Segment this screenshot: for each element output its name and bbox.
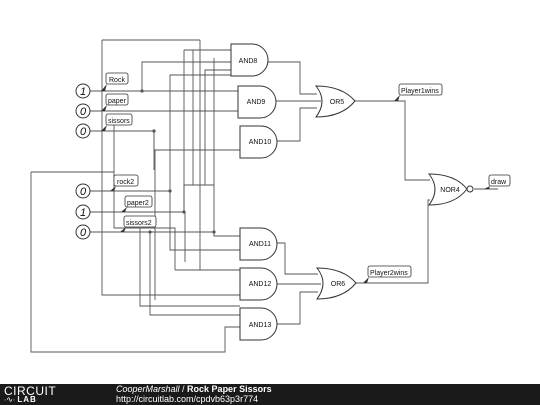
input-sissors-value: 0 (80, 126, 87, 138)
net-label-draw-text: draw (491, 179, 507, 186)
gate-and13[interactable]: AND13 (239, 307, 278, 341)
net-label-sissors[interactable]: sissors (101, 113, 133, 131)
gate-and11-label: AND11 (249, 241, 271, 248)
net-label-player2wins-text: Player2wins (370, 270, 408, 277)
schematic-canvas: 1 0 0 0 1 0 Rock paper sissors rock2 (30, 39, 511, 353)
schematic-url[interactable]: http://circuitlab.com/cpdvb63p3r774 (116, 394, 259, 404)
input-rock[interactable]: 1 (75, 83, 91, 99)
gate-and10-label: AND10 (249, 139, 272, 146)
net-label-player1wins[interactable]: Player1wins (394, 83, 443, 101)
input-rock2[interactable]: 0 (75, 183, 91, 199)
gate-and9-label: AND9 (247, 99, 266, 106)
input-paper2-value: 1 (80, 207, 86, 219)
gate-and12[interactable]: AND12 (239, 267, 278, 301)
input-paper-value: 0 (80, 106, 87, 118)
input-sissors2-value: 0 (80, 227, 87, 239)
net-label-paper-text: paper (108, 98, 127, 105)
net-label-paper2[interactable]: paper2 (121, 195, 153, 212)
net-label-paper[interactable]: paper (101, 93, 129, 111)
input-paper2[interactable]: 1 (75, 204, 91, 220)
input-rock2-value: 0 (80, 186, 87, 198)
gate-and11[interactable]: AND11 (239, 227, 278, 261)
net-label-rock-text: Rock (109, 77, 125, 84)
input-sissors2[interactable]: 0 (75, 224, 91, 240)
net-label-sissors2[interactable]: sissors2 (120, 215, 157, 232)
gate-or6-label: OR6 (331, 281, 346, 288)
gate-and12-label: AND12 (249, 281, 272, 288)
credit-separator: / (179, 384, 188, 394)
gate-or6[interactable]: OR6 (315, 267, 357, 300)
gate-or5[interactable]: OR5 (314, 85, 356, 118)
net-label-player2wins[interactable]: Player2wins (363, 265, 412, 283)
circuitlab-logo[interactable]: CIRCUIT ∙∿∙ LAB (4, 384, 98, 404)
footer-bar: CIRCUIT ∙∿∙ LAB CooperMarshall / Rock Pa… (0, 384, 540, 405)
net-label-paper2-text: paper2 (127, 200, 149, 207)
logo-wordmark-bottom: ∙∿∙ LAB (4, 395, 37, 404)
net-label-draw[interactable]: draw (484, 174, 511, 189)
gate-or5-label: OR5 (330, 99, 345, 106)
input-rock-value: 1 (80, 86, 86, 98)
junctions (140, 89, 216, 234)
gate-and9[interactable]: AND9 (237, 85, 277, 119)
gate-nor4-label: NOR4 (440, 187, 460, 194)
logo-wordmark-top: CIRCUIT (4, 384, 57, 398)
gate-and8-label: AND8 (239, 58, 258, 65)
input-sissors[interactable]: 0 (75, 123, 91, 139)
net-label-sissors2-text: sissors2 (126, 220, 152, 227)
input-paper[interactable]: 0 (75, 103, 91, 119)
schematic-title: Rock Paper Sissors (187, 384, 272, 394)
logo-lab-text: LAB (17, 395, 37, 404)
schematic-credit: CooperMarshall / Rock Paper Sissors (116, 384, 272, 394)
gate-nor4[interactable]: NOR4 (427, 173, 474, 206)
net-label-player1wins-text: Player1wins (401, 88, 439, 95)
net-label-rock2[interactable]: rock2 (110, 174, 139, 191)
gate-and8[interactable]: AND8 (230, 43, 269, 77)
gate-and13-label: AND13 (249, 322, 272, 329)
author-link[interactable]: CooperMarshall (116, 384, 180, 394)
gate-and10[interactable]: AND10 (239, 125, 278, 159)
net-label-sissors-text: sissors (108, 118, 130, 125)
net-label-rock2-text: rock2 (117, 179, 134, 186)
net-label-rock[interactable]: Rock (101, 72, 129, 91)
